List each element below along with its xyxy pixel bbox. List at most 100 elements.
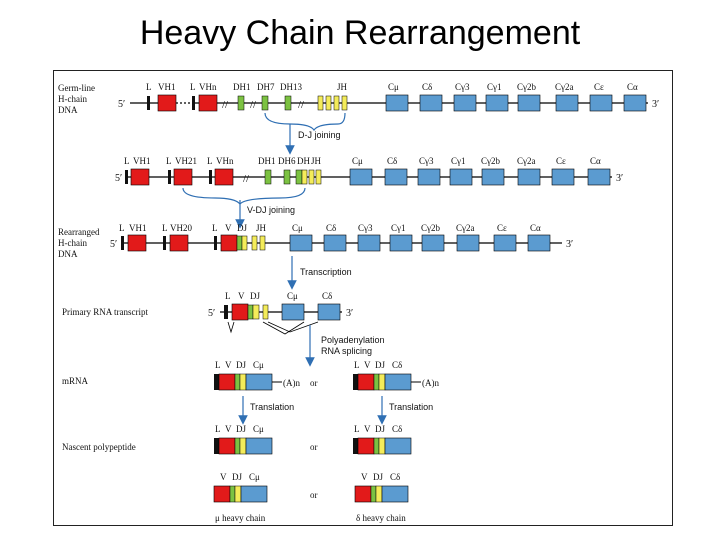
dj-3prime: 3′ <box>616 173 623 184</box>
nascent-left-c-mu <box>245 437 273 455</box>
rearranged-label-1: Rearranged <box>58 227 100 237</box>
dj-seg-label: L <box>124 156 130 166</box>
rearranged-leader-3 <box>214 236 217 250</box>
dj-c-delta <box>384 168 408 186</box>
rearranged-c-gamma2a <box>456 234 480 252</box>
rearranged-3prime: 3′ <box>566 239 573 250</box>
rearranged-seg-label: Cγ1 <box>391 223 405 233</box>
germline-c-alpha <box>623 94 647 112</box>
splice-mark-cdelta <box>267 321 319 333</box>
mature-left-seg-label: Cμ <box>249 472 260 482</box>
nascent-row: Nascent polypeptide L V DJ Cμ or L V DJ … <box>62 424 412 455</box>
mrna-right-leader <box>353 374 358 390</box>
primary-rna-label: Primary RNA transcript <box>62 307 148 317</box>
primary-rna-row: Primary RNA transcript 5′ 3′ L V DJ Cμ C… <box>62 291 385 367</box>
mature-left-j <box>234 485 242 503</box>
mature-left-seg-label: DJ <box>232 472 242 482</box>
mature-right-seg-label: DJ <box>373 472 383 482</box>
dj-vh21 <box>173 168 193 186</box>
nascent-right-seg-label: DJ <box>375 424 385 434</box>
rearranged-vh20 <box>169 234 189 252</box>
nascent-right-j <box>378 437 386 455</box>
mrna-label: mRNA <box>62 376 89 386</box>
germline-c-mu <box>385 94 409 112</box>
nascent-right-seg-label: V <box>364 424 371 434</box>
primary-seg-label: L <box>225 291 231 301</box>
mrna-right-d <box>373 373 380 391</box>
rearranged-label-2: H-chain <box>58 238 87 248</box>
rearranged-c-gamma1 <box>389 234 413 252</box>
primary-c-mu <box>281 303 305 321</box>
dj-seg-label: Cμ <box>352 156 363 166</box>
dj-seg-label: DH1 <box>258 156 276 166</box>
rearranged-vh1 <box>127 234 147 252</box>
rearranged-seg-label: Cγ2a <box>456 223 474 233</box>
germline-c-gamma2a <box>555 94 579 112</box>
mrna-left-d <box>234 373 241 391</box>
germline-seg-label: VH1 <box>158 82 176 92</box>
rearranged-d <box>236 235 243 251</box>
rearranged-label-3: DNA <box>58 249 78 259</box>
rearranged-jh-1 <box>251 235 258 251</box>
germline-seg-label: L <box>190 82 196 92</box>
rna-splicing-label: RNA splicing <box>321 346 372 356</box>
dj-joining-label: D-J joining <box>298 130 341 140</box>
germline-c-epsilon <box>589 94 613 112</box>
mature-or: or <box>310 490 318 500</box>
dj-seg-label: JH <box>311 156 322 166</box>
germline-seg-label: DH13 <box>280 82 302 92</box>
dj-row: 5′ 3′ // L VH1 L VH21 L VHn DH1 DH6 DH J… <box>115 156 623 229</box>
dj-seg-label: DH6 <box>278 156 296 166</box>
mrna-right-seg-label: Cδ <box>392 360 402 370</box>
dj-c-gamma1 <box>449 168 473 186</box>
dj-seg-label: DH <box>297 156 310 166</box>
nascent-label: Nascent polypeptide <box>62 442 136 452</box>
mrna-left-seg-label: Cμ <box>253 360 264 370</box>
germline-dh13 <box>284 95 292 111</box>
mrna-left-v <box>218 373 236 391</box>
dj-leader-1 <box>125 170 128 184</box>
germline-seg-label: Cγ2b <box>517 82 536 92</box>
germline-break-1: // <box>222 99 229 111</box>
mrna-right-j <box>378 373 386 391</box>
mrna-right-seg-label: DJ <box>375 360 385 370</box>
germline-leader-2 <box>192 96 195 110</box>
germline-leader-1 <box>147 96 150 110</box>
primary-5prime: 5′ <box>208 308 215 319</box>
transcription-label: Transcription <box>300 267 352 277</box>
primary-3prime: 3′ <box>346 308 353 319</box>
germline-seg-label: Cγ1 <box>487 82 501 92</box>
rearranged-seg-label: Cε <box>497 223 507 233</box>
nascent-right-c-delta <box>384 437 412 455</box>
mrna-left-seg-label: L <box>215 360 221 370</box>
mrna-right-v <box>357 373 375 391</box>
rearranged-seg-label: Cδ <box>326 223 336 233</box>
mrna-or: or <box>310 378 318 388</box>
translation-right-label: Translation <box>389 402 433 412</box>
dj-jh-2 <box>308 169 315 185</box>
primary-seg-label: Cμ <box>287 291 298 301</box>
rearranged-seg-label: VH20 <box>170 223 192 233</box>
germline-seg-label: Cα <box>627 82 638 92</box>
dj-5prime: 5′ <box>115 173 122 184</box>
germline-jh-2 <box>325 95 332 111</box>
primary-seg-label: V <box>238 291 245 301</box>
rearranged-leader-2 <box>163 236 166 250</box>
germline-5prime: 5′ <box>118 99 125 110</box>
dj-dh-joined <box>295 169 303 185</box>
rearranged-seg-label: DJ <box>237 223 247 233</box>
dj-jh-1 <box>301 169 308 185</box>
rearranged-seg-label: Cα <box>530 223 541 233</box>
mature-left-seg-label: V <box>220 472 227 482</box>
mrna-right-c-delta <box>384 373 412 391</box>
dj-c-gamma2b <box>481 168 505 186</box>
mrna-left-j <box>239 373 247 391</box>
germline-c-gamma2b <box>517 94 541 112</box>
germline-seg-label: Cγ3 <box>455 82 470 92</box>
germline-c-delta <box>419 94 443 112</box>
dj-c-alpha <box>587 168 611 186</box>
nascent-right-leader <box>353 438 358 454</box>
rearranged-c-alpha <box>527 234 551 252</box>
nascent-or: or <box>310 442 318 452</box>
